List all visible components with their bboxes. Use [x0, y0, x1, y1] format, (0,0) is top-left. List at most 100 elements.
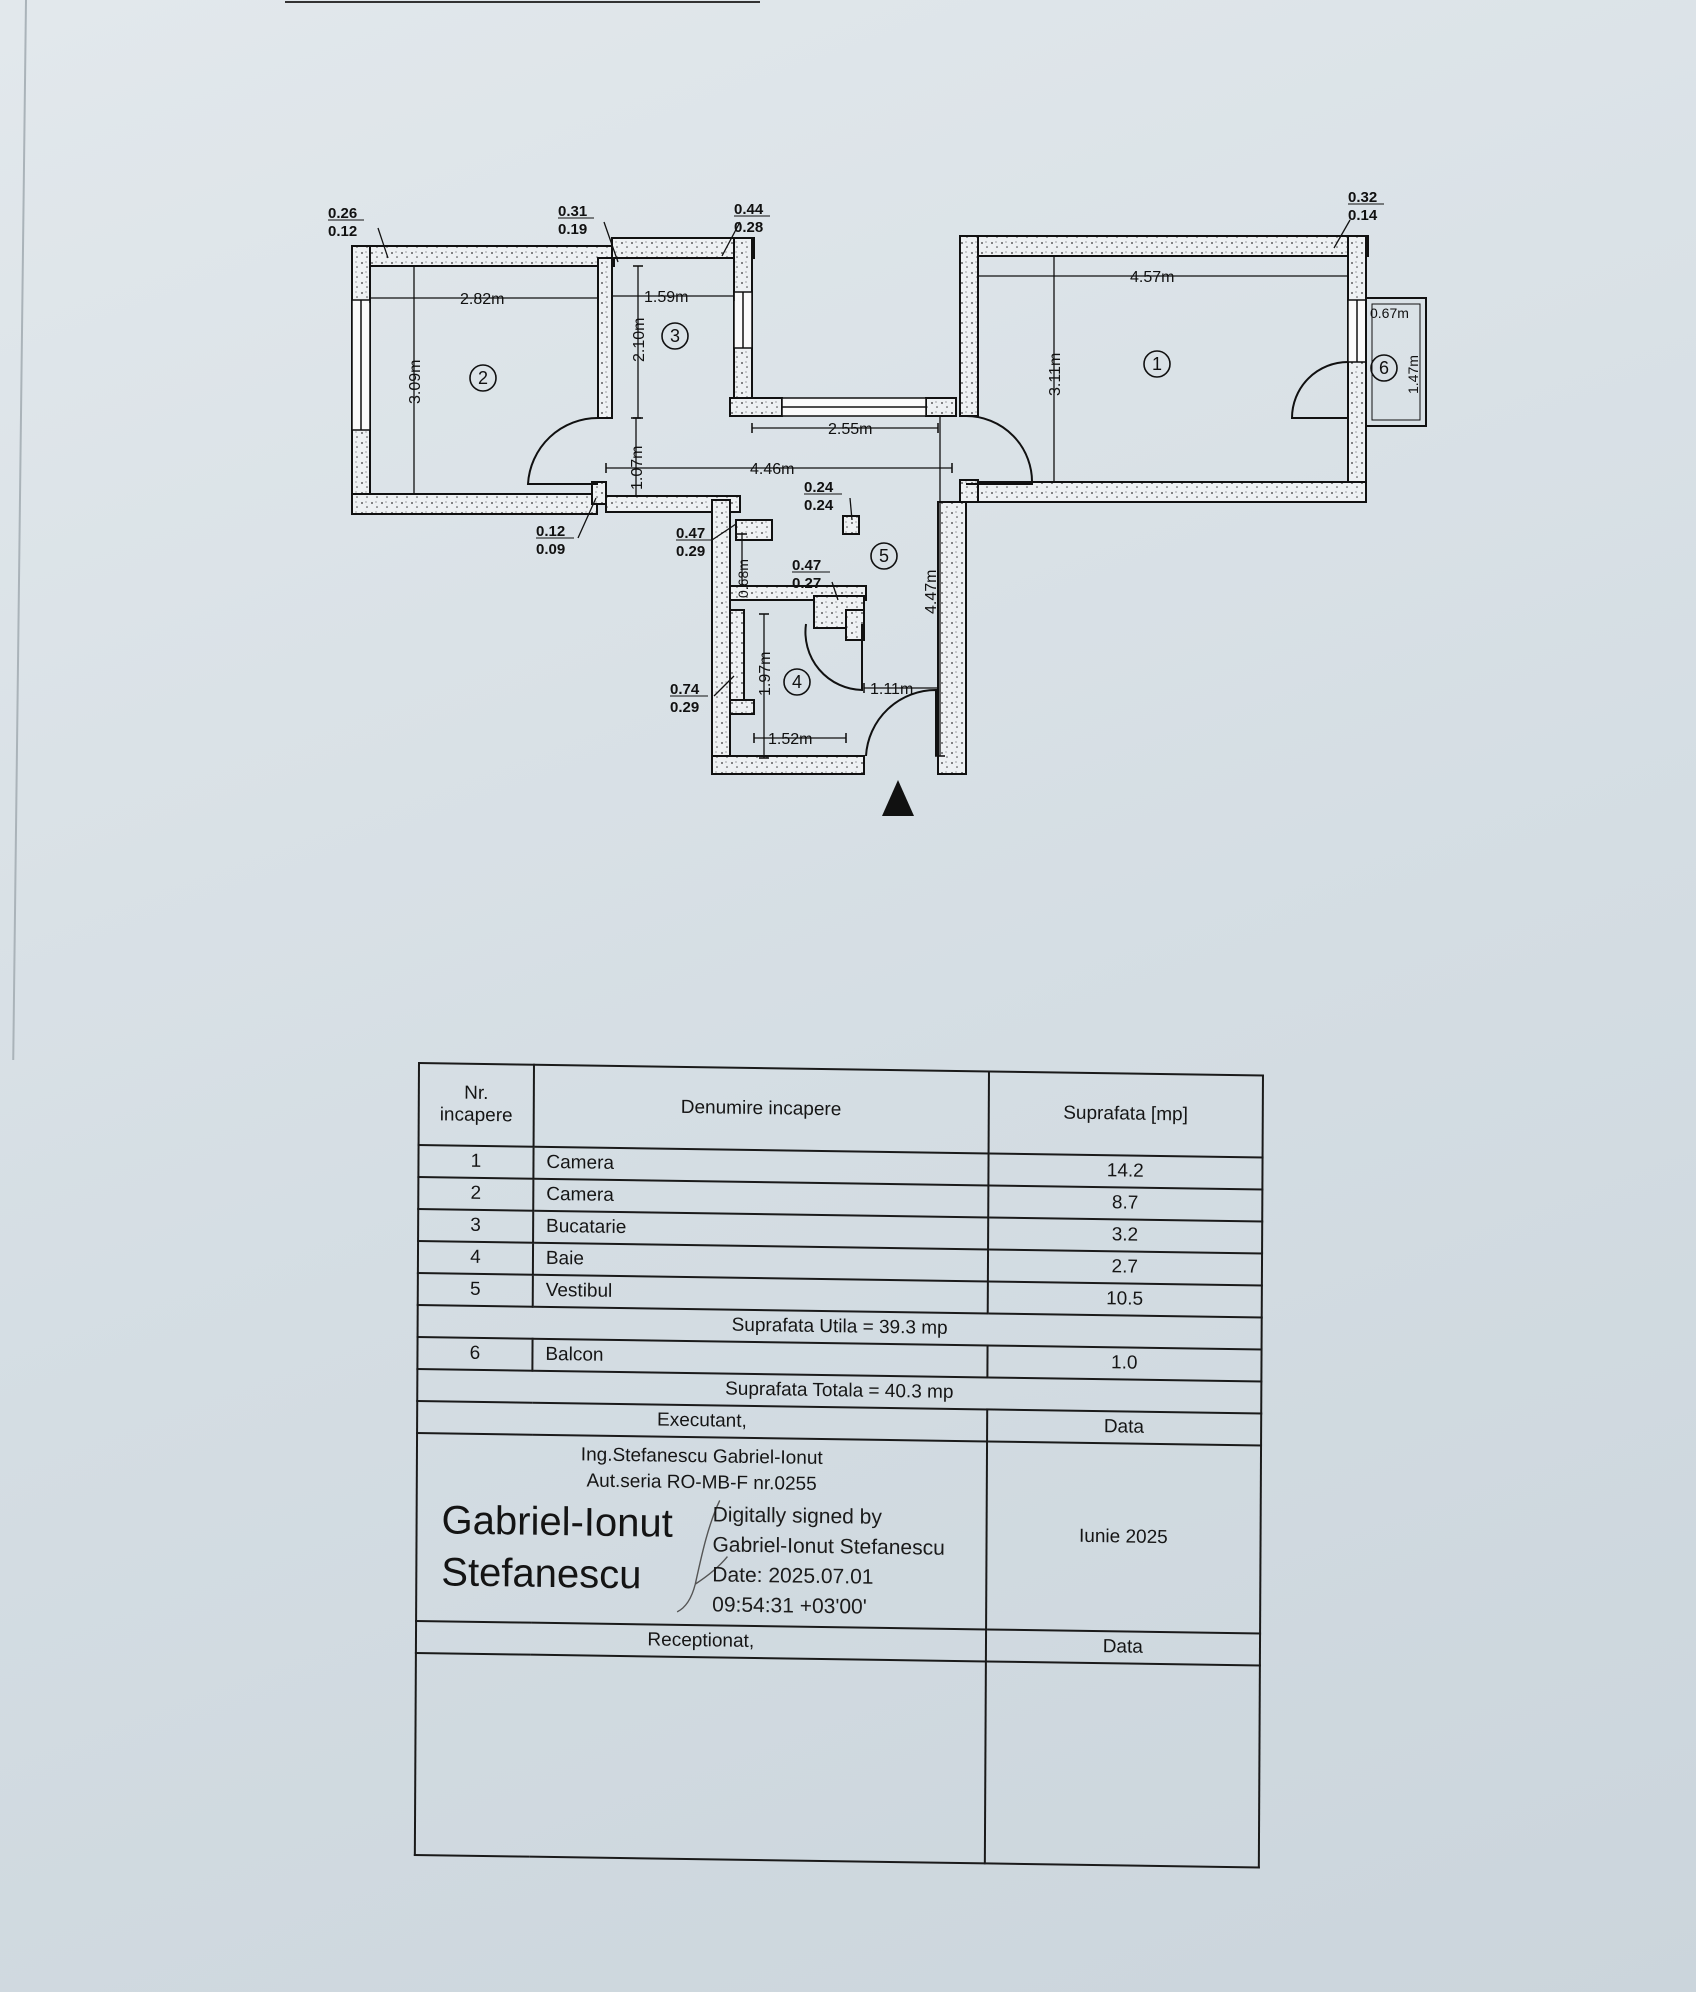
- fraction-0-31: 0.310.19: [558, 203, 594, 238]
- header-area: Suprafata [mp]: [988, 1071, 1263, 1158]
- floor-plan: 2.82m 1.59m 2.10m 3.09m 1.07m 4.46m 2.55…: [12, 0, 1427, 1060]
- svg-text:4: 4: [792, 672, 802, 692]
- entrance-arrow: [882, 780, 914, 816]
- wall-bath-right: [845, 609, 865, 641]
- svg-text:0.74: 0.74: [670, 681, 700, 698]
- receptionat-blank: [414, 1652, 986, 1864]
- room-1-number: 1: [1143, 350, 1171, 378]
- dimension-labels: 2.82m 1.59m 2.10m 3.09m 1.07m 4.46m 2.55…: [407, 269, 1421, 748]
- svg-text:3: 3: [670, 326, 680, 346]
- svg-text:6: 6: [1379, 358, 1389, 378]
- room-5-number: 5: [870, 542, 898, 570]
- signature-row: Ing.Stefanescu Gabriel-Ionut Aut.seria R…: [416, 1432, 1262, 1634]
- svg-text:0.12: 0.12: [536, 523, 565, 540]
- svg-text:0.26: 0.26: [328, 205, 357, 222]
- svg-text:0.29: 0.29: [670, 699, 699, 716]
- room-4-number: 4: [783, 668, 811, 696]
- fraction-0-74: 0.740.29: [670, 681, 708, 716]
- column: [842, 515, 860, 535]
- wall-r1-left-lower: [959, 479, 979, 503]
- room-6-number: 6: [1370, 354, 1398, 382]
- room-2-number: 2: [469, 364, 497, 392]
- svg-text:2: 2: [478, 368, 488, 388]
- balcony: [1365, 297, 1427, 427]
- dim-1-59: 1.59m: [644, 289, 688, 306]
- fraction-0-32: 0.320.14: [1348, 189, 1384, 224]
- door-r1: [965, 415, 1034, 485]
- sheet-left-edge: [12, 0, 27, 1060]
- dim-1-52: 1.52m: [768, 731, 812, 748]
- svg-text:0.29: 0.29: [676, 543, 705, 560]
- dim-1-07: 1.07m: [629, 446, 646, 490]
- fraction-0-12: 0.120.09: [536, 523, 574, 558]
- svg-text:0.44: 0.44: [734, 201, 764, 218]
- wall-bath-inner-step: [729, 699, 755, 715]
- header-nr: Nr. incapere: [418, 1063, 534, 1147]
- dim-4-57: 4.57m: [1130, 269, 1174, 286]
- signature-name: Gabriel-Ionut Stefanescu: [441, 1498, 673, 1598]
- doors: [526, 361, 1349, 757]
- wall-bath-left: [711, 499, 731, 775]
- door-balcony: [1290, 361, 1349, 419]
- dim-0-68: 0.68m: [735, 559, 751, 598]
- room-numbers: 1 2 3 4 5 6: [469, 322, 1398, 696]
- svg-text:5: 5: [879, 546, 889, 566]
- svg-text:0.19: 0.19: [558, 221, 587, 238]
- dim-3-09: 3.09m: [407, 360, 424, 404]
- dimension-lines: [369, 255, 1349, 759]
- receptionat-date-blank: [984, 1661, 1260, 1868]
- date-value: Iunie 2025: [985, 1441, 1262, 1634]
- dim-4-47: 4.47m: [923, 570, 940, 614]
- dim-1-47: 1.47m: [1405, 355, 1421, 394]
- header-name: Denumire incapere: [533, 1064, 989, 1154]
- dim-2-82: 2.82m: [460, 291, 504, 308]
- signature-cell: Ing.Stefanescu Gabriel-Ionut Aut.seria R…: [416, 1432, 987, 1630]
- wall-r2-bottom: [351, 493, 598, 515]
- door-r2: [526, 416, 599, 485]
- door-bath: [804, 623, 863, 692]
- room-3-number: 3: [661, 322, 689, 350]
- fraction-0-47-b: 0.470.27: [792, 557, 830, 592]
- data-label: Data: [986, 1409, 1262, 1446]
- svg-text:0.28: 0.28: [734, 219, 763, 236]
- dim-4-46: 4.46m: [750, 461, 794, 478]
- table-header-row: Nr. incapere Denumire incapere Suprafata…: [418, 1063, 1263, 1158]
- wall-r1-right: [1347, 235, 1367, 497]
- svg-text:0.47: 0.47: [676, 525, 705, 542]
- dim-1-97: 1.97m: [757, 652, 774, 696]
- room-area-table: Nr. incapere Denumire incapere Suprafata…: [414, 1062, 1264, 1869]
- wall-r2-top: [351, 245, 615, 267]
- walls: [351, 235, 1369, 775]
- dim-2-10: 2.10m: [631, 318, 648, 362]
- fraction-0-24: 0.240.24: [804, 479, 842, 514]
- wall-bath-inner-left: [729, 609, 745, 711]
- wall-r1-top: [959, 235, 1369, 257]
- signature-scribble: [676, 1500, 728, 1613]
- svg-text:1: 1: [1152, 354, 1162, 374]
- wall-r1-left: [959, 235, 979, 417]
- wall-vest-stub: [925, 397, 957, 417]
- wall-corr-bottom-left: [605, 495, 741, 513]
- wall-r2-right-upper: [597, 257, 613, 419]
- wall-k-bottom: [729, 397, 783, 417]
- svg-text:0.14: 0.14: [1348, 207, 1378, 224]
- svg-text:0.27: 0.27: [792, 575, 821, 592]
- fraction-labels: 0.26 0.12 0.310.19 0.440.28 0.320.14 0.12…: [328, 189, 1384, 716]
- dim-2-55: 2.55m: [828, 421, 872, 438]
- data-label-2: Data: [985, 1629, 1261, 1666]
- fraction-0-47-a: 0.470.29: [676, 525, 712, 560]
- wall-k-top: [611, 237, 755, 259]
- digital-signature: Digitally signed by Gabriel-Ionut Stefan…: [712, 1503, 945, 1619]
- svg-text:0.24: 0.24: [804, 479, 834, 496]
- svg-text:0.47: 0.47: [792, 557, 821, 574]
- wall-fractions: [377, 219, 1351, 697]
- svg-text:0.31: 0.31: [558, 203, 587, 220]
- receptionat-blank-row: [414, 1652, 1260, 1868]
- svg-text:0.09: 0.09: [536, 541, 565, 558]
- svg-text:0.24: 0.24: [804, 497, 834, 514]
- wall-vest-right: [937, 501, 967, 775]
- svg-text:0.32: 0.32: [1348, 189, 1377, 206]
- windows: [351, 291, 1367, 431]
- dim-3-11: 3.11m: [1047, 353, 1064, 396]
